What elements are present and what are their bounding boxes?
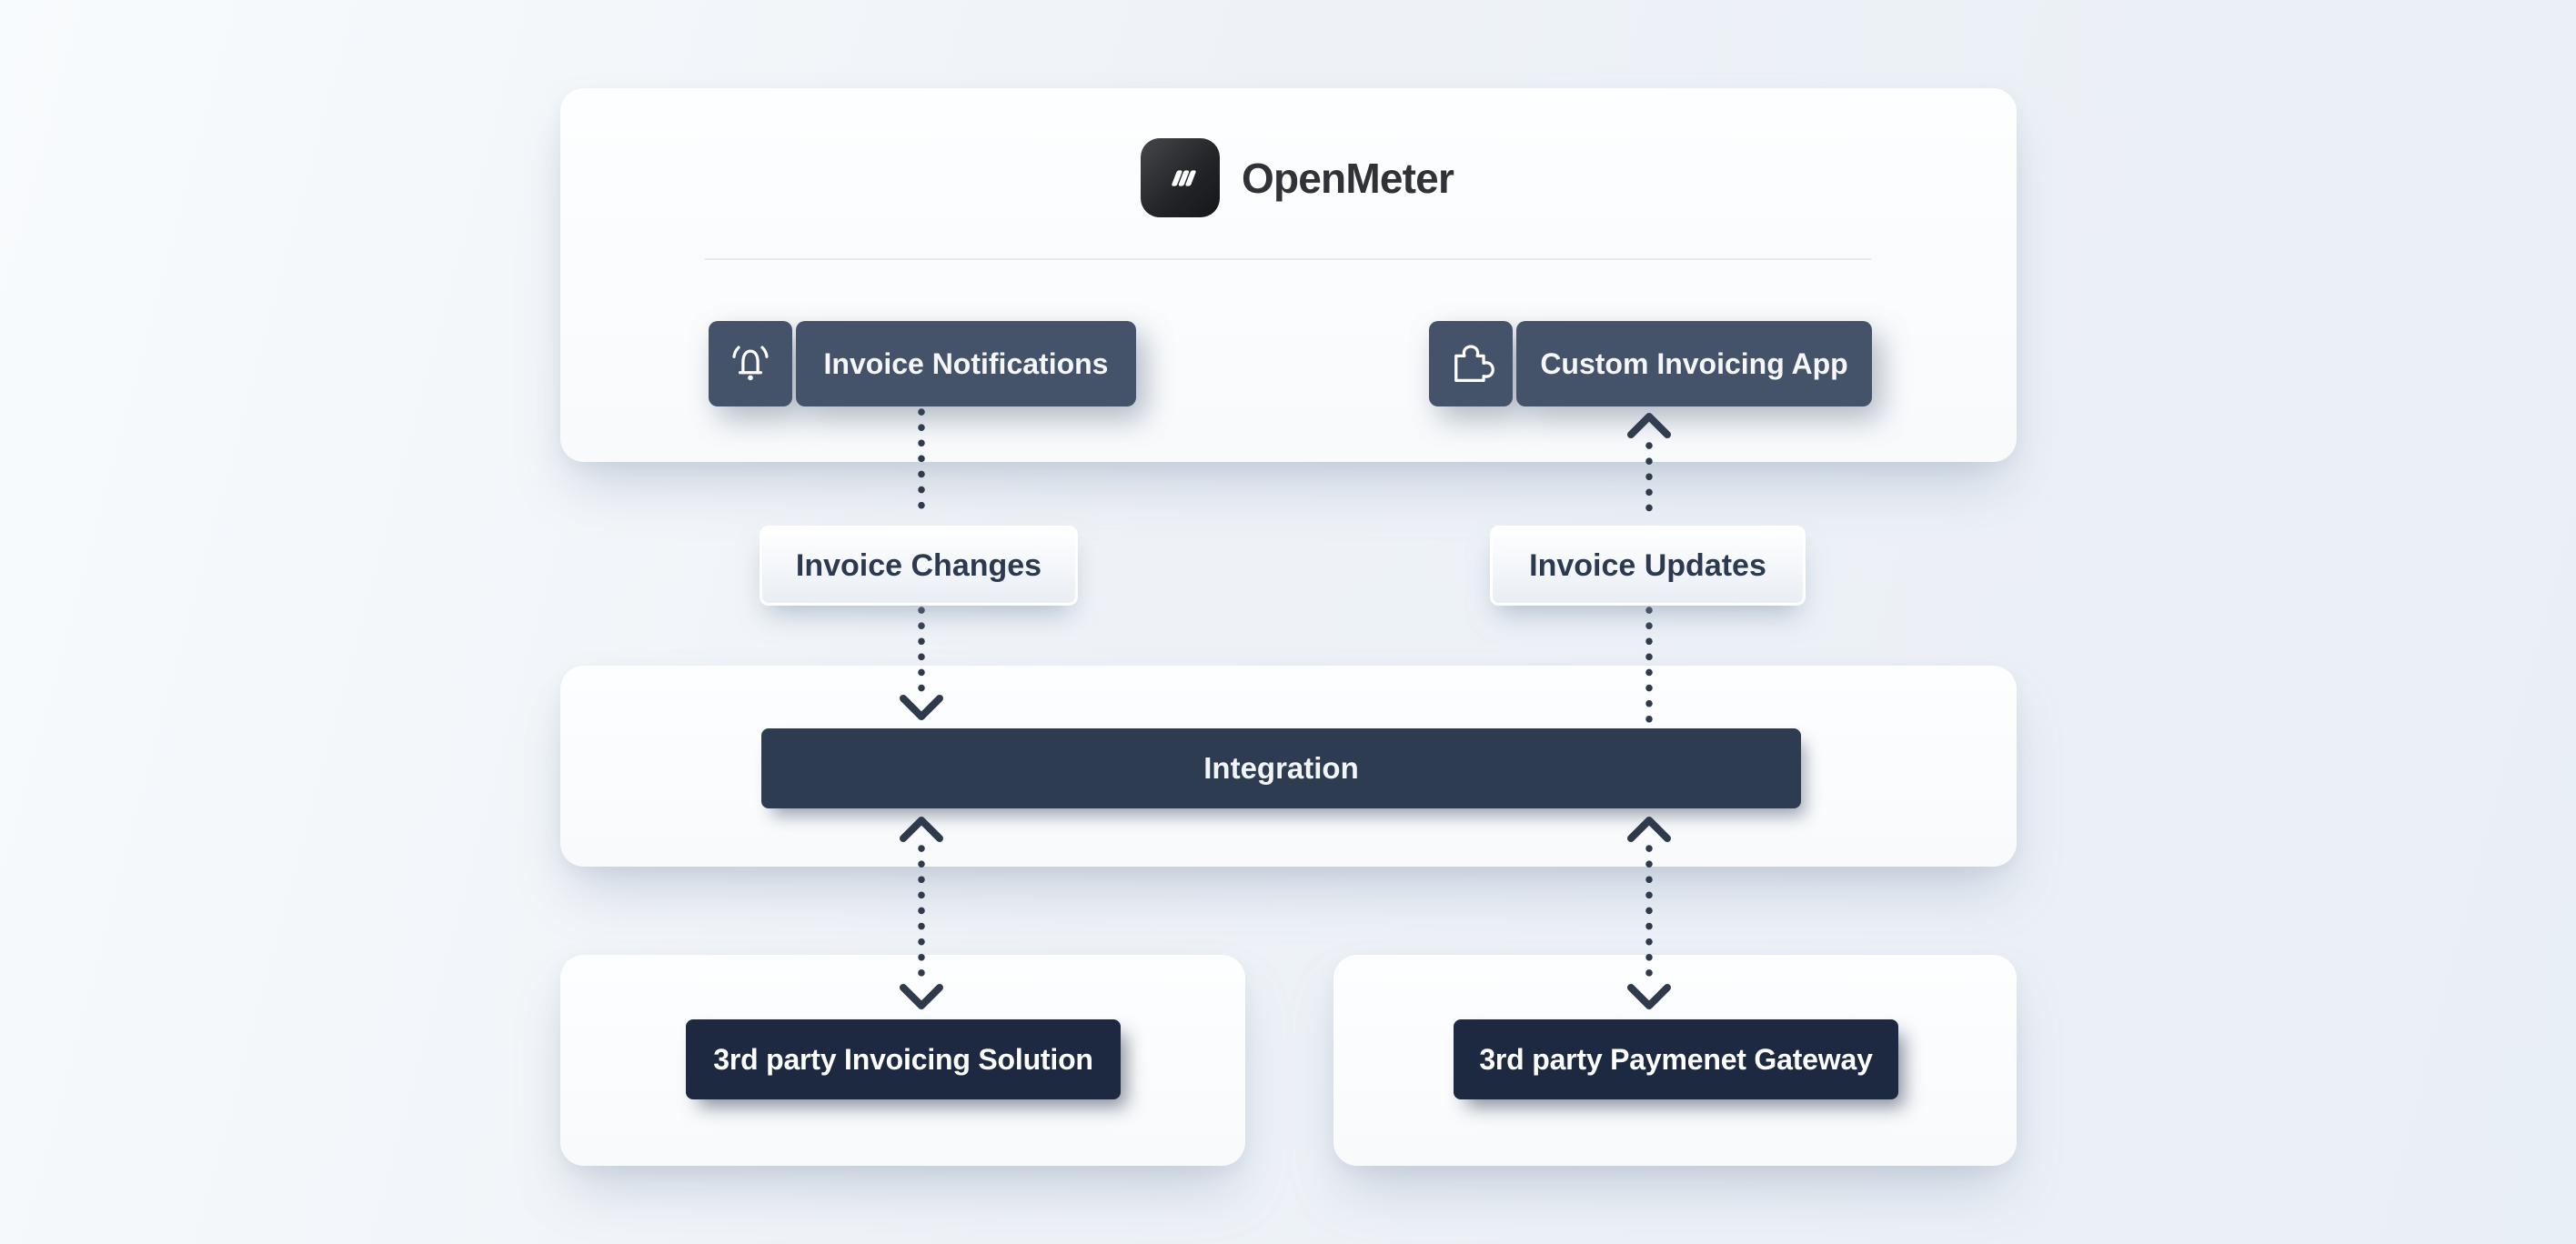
node-third-party-payment-gateway: 3rd party Paymenet Gateway bbox=[1454, 1019, 1898, 1099]
chip-invoice-updates: Invoice Updates bbox=[1490, 526, 1806, 606]
invoice-notifications-label: Invoice Notifications bbox=[796, 321, 1136, 406]
logo-slashes-icon bbox=[1171, 169, 1196, 186]
openmeter-logo-icon bbox=[1141, 138, 1220, 217]
integration-label: Integration bbox=[1203, 751, 1359, 785]
chip-invoice-changes: Invoice Changes bbox=[760, 526, 1078, 606]
third-party-invoicing-label: 3rd party Invoicing Solution bbox=[713, 1042, 1093, 1076]
node-integration: Integration bbox=[761, 728, 1801, 808]
header-divider bbox=[705, 258, 1871, 260]
puzzle-piece-icon bbox=[1429, 321, 1513, 406]
node-custom-invoicing-app: Custom Invoicing App bbox=[1429, 321, 1872, 406]
invoice-changes-label: Invoice Changes bbox=[795, 547, 1042, 583]
third-party-payment-label: 3rd party Paymenet Gateway bbox=[1479, 1042, 1873, 1076]
brand: OpenMeter bbox=[1141, 138, 1454, 217]
node-invoice-notifications: Invoice Notifications bbox=[709, 321, 1136, 406]
brand-wordmark: OpenMeter bbox=[1242, 154, 1454, 202]
bell-ringing-icon bbox=[709, 321, 792, 406]
node-third-party-invoicing-solution: 3rd party Invoicing Solution bbox=[686, 1019, 1121, 1099]
custom-invoicing-app-label: Custom Invoicing App bbox=[1516, 321, 1872, 406]
invoice-updates-label: Invoice Updates bbox=[1529, 547, 1766, 583]
